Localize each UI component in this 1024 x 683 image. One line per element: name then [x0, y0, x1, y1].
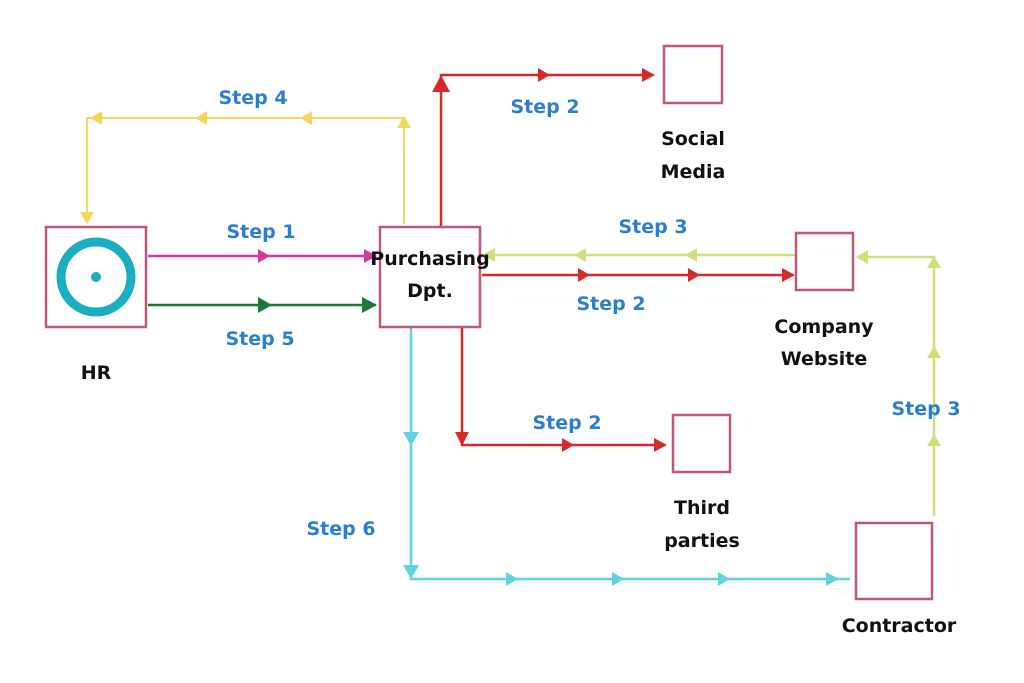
step2-social-path	[432, 68, 655, 226]
step3-website-path	[482, 248, 795, 262]
step2-website-label: Step 2	[576, 293, 645, 315]
step2-website-path	[482, 268, 795, 282]
step1-path	[148, 249, 377, 263]
step1-label: Step 1	[226, 221, 295, 243]
contractor-label: Contractor	[842, 615, 957, 637]
target-icon	[56, 237, 136, 317]
third-parties-label-line2: parties	[664, 530, 740, 552]
step6-path	[403, 328, 850, 586]
contractor-node	[854, 521, 934, 601]
step4-label: Step 4	[218, 87, 287, 109]
step5-label: Step 5	[225, 328, 294, 350]
company-website-node	[794, 231, 855, 292]
hr-label: HR	[81, 362, 112, 384]
step3-website-label: Step 3	[618, 216, 687, 238]
step2-third-label: Step 2	[532, 412, 601, 434]
step2-social-label: Step 2	[510, 96, 579, 118]
step5-path	[148, 297, 377, 313]
company-website-label-line1: Company	[774, 316, 874, 338]
purchasing-label-line2: Dpt.	[407, 280, 453, 302]
social-media-label-line2: Media	[661, 161, 726, 183]
social-media-node	[662, 44, 724, 105]
hr-node	[44, 225, 148, 329]
third-parties-node	[671, 413, 732, 474]
purchasing-node	[378, 225, 482, 329]
company-website-label-line2: Website	[781, 348, 868, 370]
step3-contractor-label: Step 3	[891, 398, 960, 420]
step3-contractor-path	[856, 250, 941, 516]
purchasing-label-line1: Purchasing	[370, 248, 489, 270]
step6-label: Step 6	[306, 518, 375, 540]
social-media-label-line1: Social	[661, 128, 725, 150]
third-parties-label-line1: Third	[674, 497, 730, 519]
step2-third-path	[455, 328, 667, 452]
step4-path	[80, 111, 411, 224]
